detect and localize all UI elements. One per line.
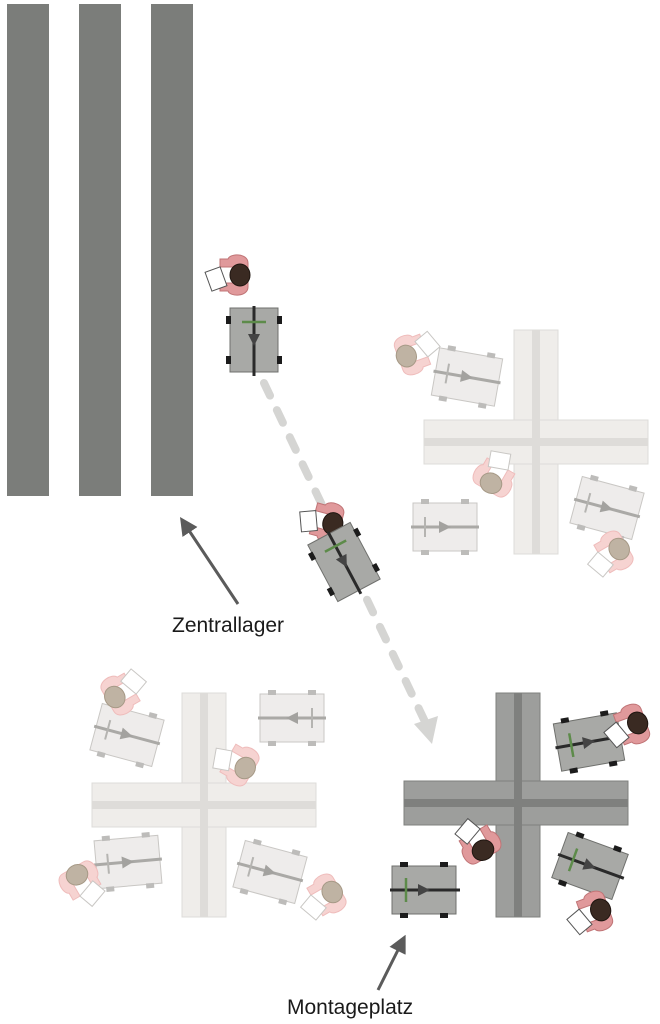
warehouse-pointer-arrow <box>180 517 240 605</box>
rack-1 <box>7 4 49 496</box>
transport-path-arrowhead <box>414 716 438 744</box>
workstation-upper-right <box>389 324 649 585</box>
assembly-pointer-arrow <box>376 934 406 991</box>
picking-worker <box>204 254 251 296</box>
warehouse-racks <box>7 4 193 496</box>
workstation-lower-left <box>54 661 352 928</box>
picking-cart <box>224 304 284 378</box>
rack-2 <box>79 4 121 496</box>
label-assembly-station: Montageplatz <box>287 996 413 1019</box>
rack-3 <box>151 4 193 496</box>
label-central-warehouse: Zentrallager <box>172 614 284 637</box>
workstation-assembly <box>388 692 655 942</box>
